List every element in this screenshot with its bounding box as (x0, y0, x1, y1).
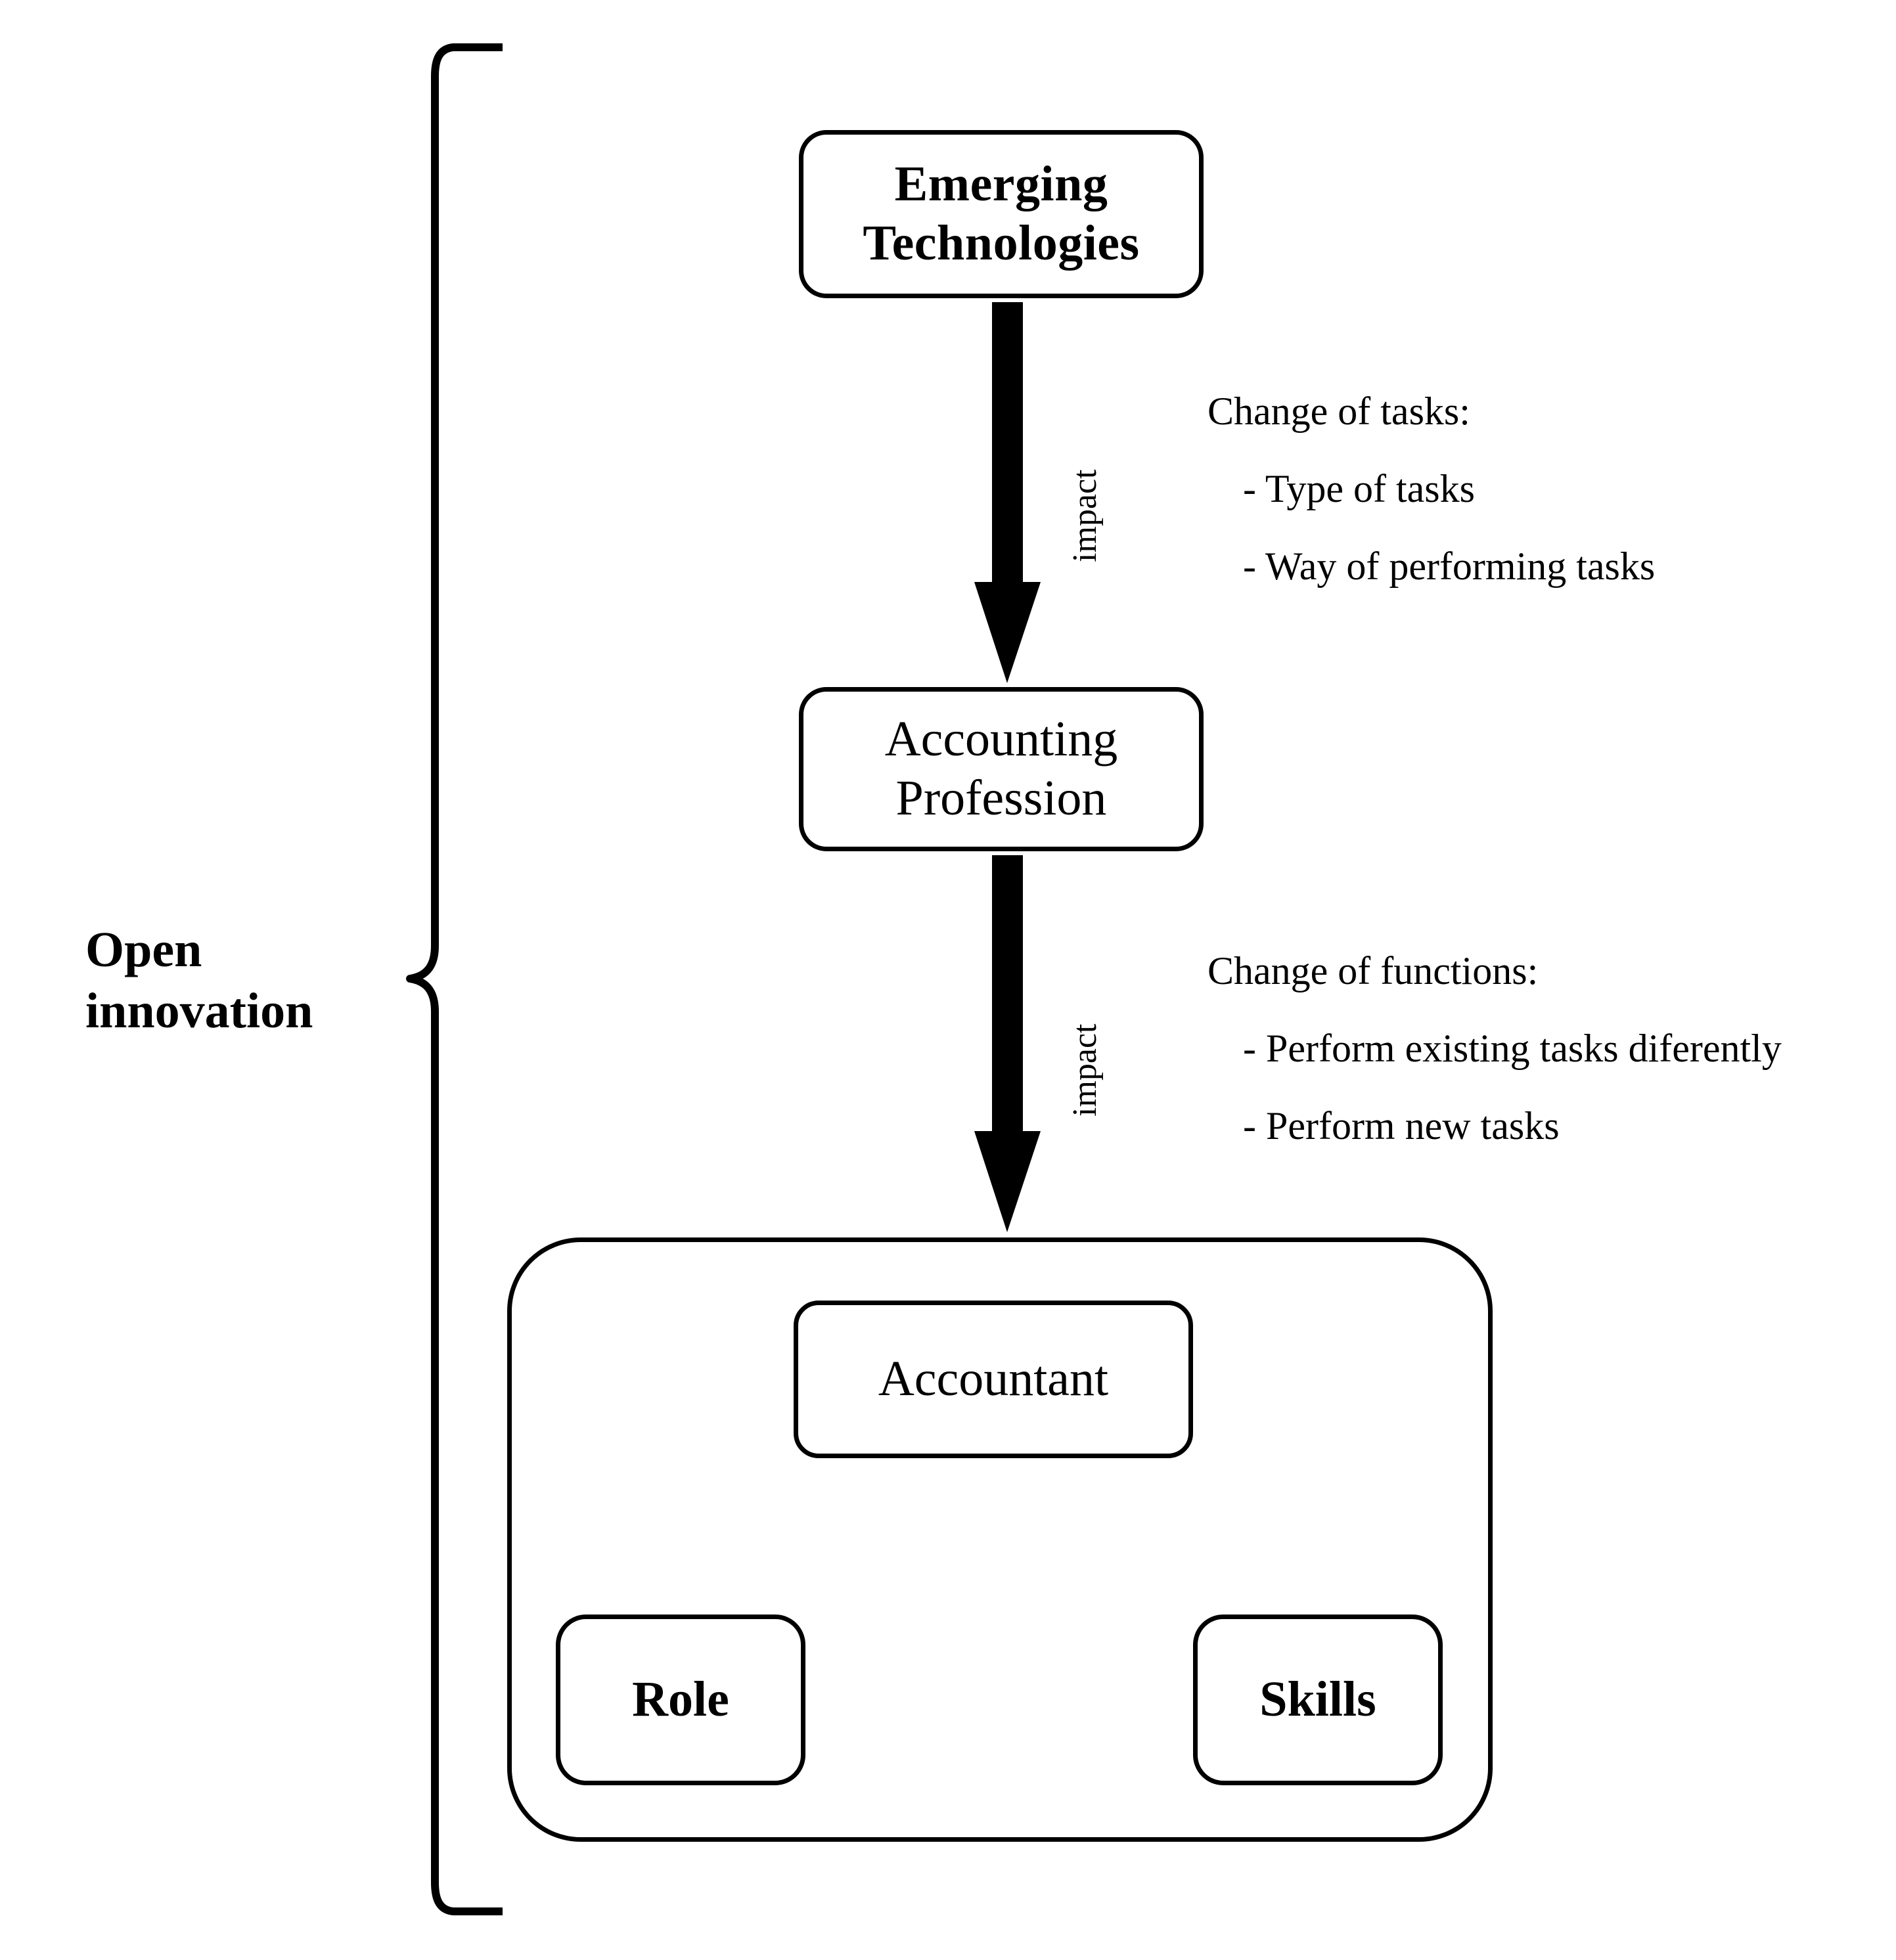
node-emerging-technologies-label: Emerging Technologies (863, 156, 1140, 271)
annotation-tasks-title: Change of tasks: (1208, 390, 1470, 433)
annotation-change-of-tasks: Change of tasks: - Type of tasks - Way o… (1208, 391, 1655, 624)
impact-label-2: impact (1066, 1023, 1104, 1117)
impact-arrow-2-icon (974, 855, 1041, 1232)
annotation-tasks-item-2: - Way of performing tasks (1243, 545, 1656, 588)
node-accountant-label: Accountant (878, 1351, 1109, 1407)
node-emerging-technologies[interactable]: Emerging Technologies (799, 130, 1204, 298)
node-accountant[interactable]: Accountant (794, 1301, 1193, 1458)
node-accounting-profession-label: Accounting Profession (884, 711, 1118, 826)
impact-arrow-1-icon (974, 302, 1041, 683)
annotation-functions-title: Change of functions: (1208, 949, 1539, 992)
node-skills-label: Skills (1259, 1672, 1376, 1727)
node-skills[interactable]: Skills (1193, 1615, 1443, 1785)
annotation-functions-item-2: - Perform new tasks (1243, 1104, 1560, 1147)
open-innovation-label: Open innovation (85, 922, 313, 1038)
open-innovation-brace-icon (406, 43, 503, 1915)
annotation-change-of-functions: Change of functions: - Perform existing … (1208, 951, 1782, 1184)
annotation-functions-item-1: - Perform existing tasks diferently (1243, 1027, 1782, 1070)
node-accounting-profession[interactable]: Accounting Profession (799, 687, 1204, 851)
node-role-label: Role (632, 1672, 729, 1727)
impact-label-1: impact (1066, 469, 1104, 562)
node-role[interactable]: Role (556, 1615, 805, 1785)
annotation-tasks-item-1: - Type of tasks (1243, 467, 1475, 510)
